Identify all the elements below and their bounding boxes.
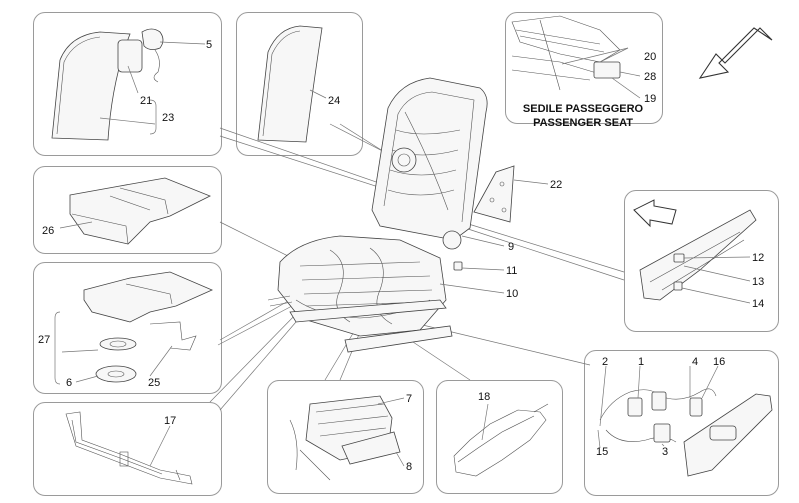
assembly-leader-lines xyxy=(439,179,549,294)
backrest-airbag-illustration xyxy=(51,28,206,141)
callout-21: 21 xyxy=(140,95,152,107)
passenger-seat-caption: SEDILE PASSEGGERO PASSENGER SEAT xyxy=(523,103,644,129)
rail-trim-illustration xyxy=(639,209,757,304)
passenger-seat-illustration xyxy=(511,15,641,99)
caption-line-1: SEDILE PASSEGGERO xyxy=(523,103,644,115)
callout-27: 27 xyxy=(38,334,50,346)
panel-passenger-seat xyxy=(505,12,663,124)
frame-bracket-illustration xyxy=(65,411,193,485)
callout-24: 24 xyxy=(328,95,340,107)
callout-6: 6 xyxy=(66,377,72,389)
callout-7: 7 xyxy=(406,393,412,405)
callout-18: 18 xyxy=(478,391,490,403)
panel-cable xyxy=(436,380,563,494)
callout-26: 26 xyxy=(42,225,54,237)
callout-4: 4 xyxy=(692,356,698,368)
callout-22: 22 xyxy=(550,179,562,191)
caption-line-2: PASSENGER SEAT xyxy=(533,117,633,129)
callout-9: 9 xyxy=(508,241,514,253)
callout-16: 16 xyxy=(713,356,725,368)
cable-illustration xyxy=(453,403,549,477)
callout-23: 23 xyxy=(162,112,174,124)
callout-1: 1 xyxy=(638,356,644,368)
callout-11: 11 xyxy=(506,265,517,277)
callout-13: 13 xyxy=(752,276,764,288)
callout-20: 20 xyxy=(644,51,656,63)
callout-28: 28 xyxy=(644,71,656,83)
callout-5: 5 xyxy=(206,39,212,51)
callout-15: 15 xyxy=(596,446,608,458)
callout-25: 25 xyxy=(148,377,160,389)
orientation-arrow-icon xyxy=(633,199,677,228)
panel-ecu-module xyxy=(267,380,424,494)
callout-10: 10 xyxy=(506,288,518,300)
cushion-pad-illustration xyxy=(59,177,211,245)
callout-14: 14 xyxy=(752,298,764,310)
panel-frame-bracket xyxy=(33,402,222,496)
callout-3: 3 xyxy=(662,446,668,458)
cushion-sensor-illustration xyxy=(54,271,213,385)
callout-labels: 5 21 23 24 20 28 19 22 9 11 10 26 27 6 2… xyxy=(38,39,764,473)
backrest-cover-illustration xyxy=(257,25,327,143)
callout-17: 17 xyxy=(164,415,176,427)
callout-19: 19 xyxy=(644,93,656,105)
ecu-module-illustration xyxy=(289,395,405,481)
seat-assembly-illustration xyxy=(267,77,515,353)
callout-12: 12 xyxy=(752,252,764,264)
callout-2: 2 xyxy=(602,356,608,368)
callout-8: 8 xyxy=(406,461,412,473)
switch-harness-illustration xyxy=(597,365,773,477)
direction-arrow-icon xyxy=(698,27,773,79)
